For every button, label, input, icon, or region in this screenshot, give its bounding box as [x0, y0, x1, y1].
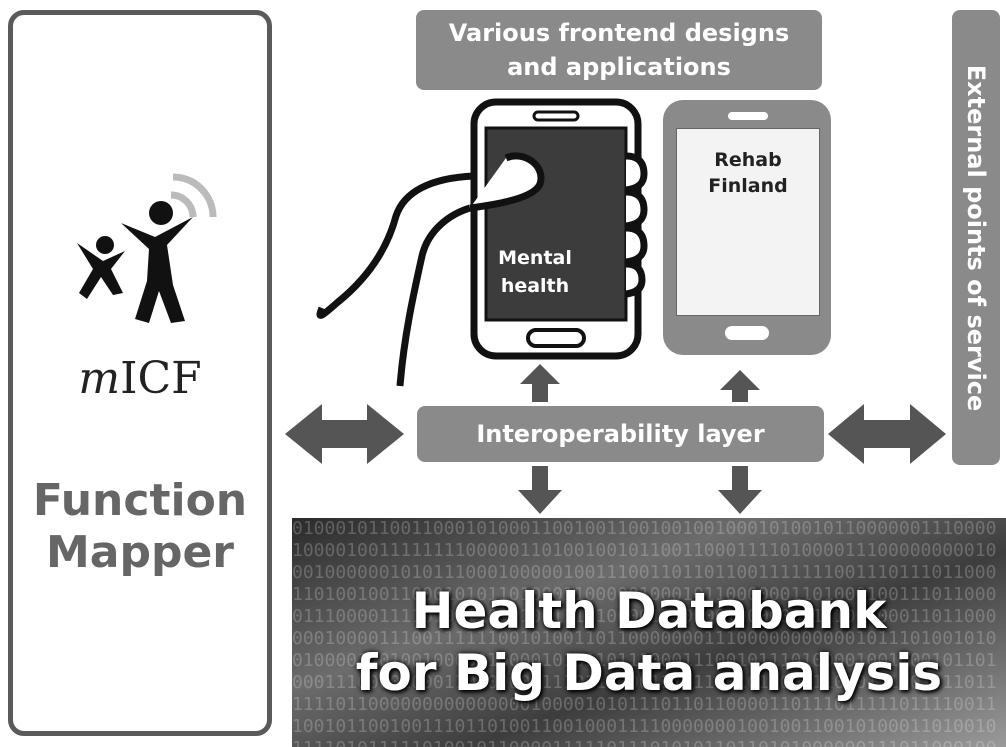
external-points-bar: External points of service [952, 10, 1000, 465]
phone2-line1: Rehab [714, 149, 782, 171]
right-double-arrow [828, 404, 946, 464]
rehab-finland-label: Rehab Finland [677, 147, 819, 199]
left-double-arrow [285, 404, 404, 464]
phone1-line1: Mental [498, 247, 572, 269]
mental-health-label: Mental health [484, 244, 586, 300]
micf-logo-icon [77, 173, 217, 323]
phone1-line2: health [500, 275, 570, 297]
down-arrow-left [518, 466, 562, 514]
function-mapper-line1: Function [32, 475, 248, 526]
frontend-label-line2: and applications [507, 53, 731, 81]
hand-phone-icon [316, 98, 648, 387]
binary-background: 0100010110011000101000110010011001001001… [292, 518, 997, 747]
databank-title: Health Databank for Big Data analysis [292, 580, 1006, 704]
phone2-line2: Finland [708, 175, 788, 197]
down-arrow-right [718, 466, 762, 514]
micf-logo-text: mICF [78, 353, 202, 404]
databank-line1: Health Databank [411, 582, 887, 640]
function-mapper-title: Function Mapper [13, 475, 267, 579]
interoperability-layer: Interoperability layer [417, 406, 824, 462]
databank-line2: for Big Data analysis [355, 644, 943, 702]
rehab-phone: Rehab Finland [663, 100, 831, 355]
function-mapper-panel: mICF Function Mapper [8, 10, 272, 736]
health-databank-banner: 0100010110011000101000110010011001001001… [292, 518, 1006, 747]
rehab-phone-screen: Rehab Finland [676, 128, 820, 316]
function-mapper-line2: Mapper [45, 527, 234, 578]
up-arrow-right [720, 370, 760, 402]
phone-home-button [725, 326, 769, 340]
frontend-label-line1: Various frontend designs [448, 19, 790, 47]
phone-speaker [728, 112, 768, 120]
external-points-label: External points of service [962, 64, 990, 411]
frontend-designs-label: Various frontend designs and application… [416, 10, 822, 90]
